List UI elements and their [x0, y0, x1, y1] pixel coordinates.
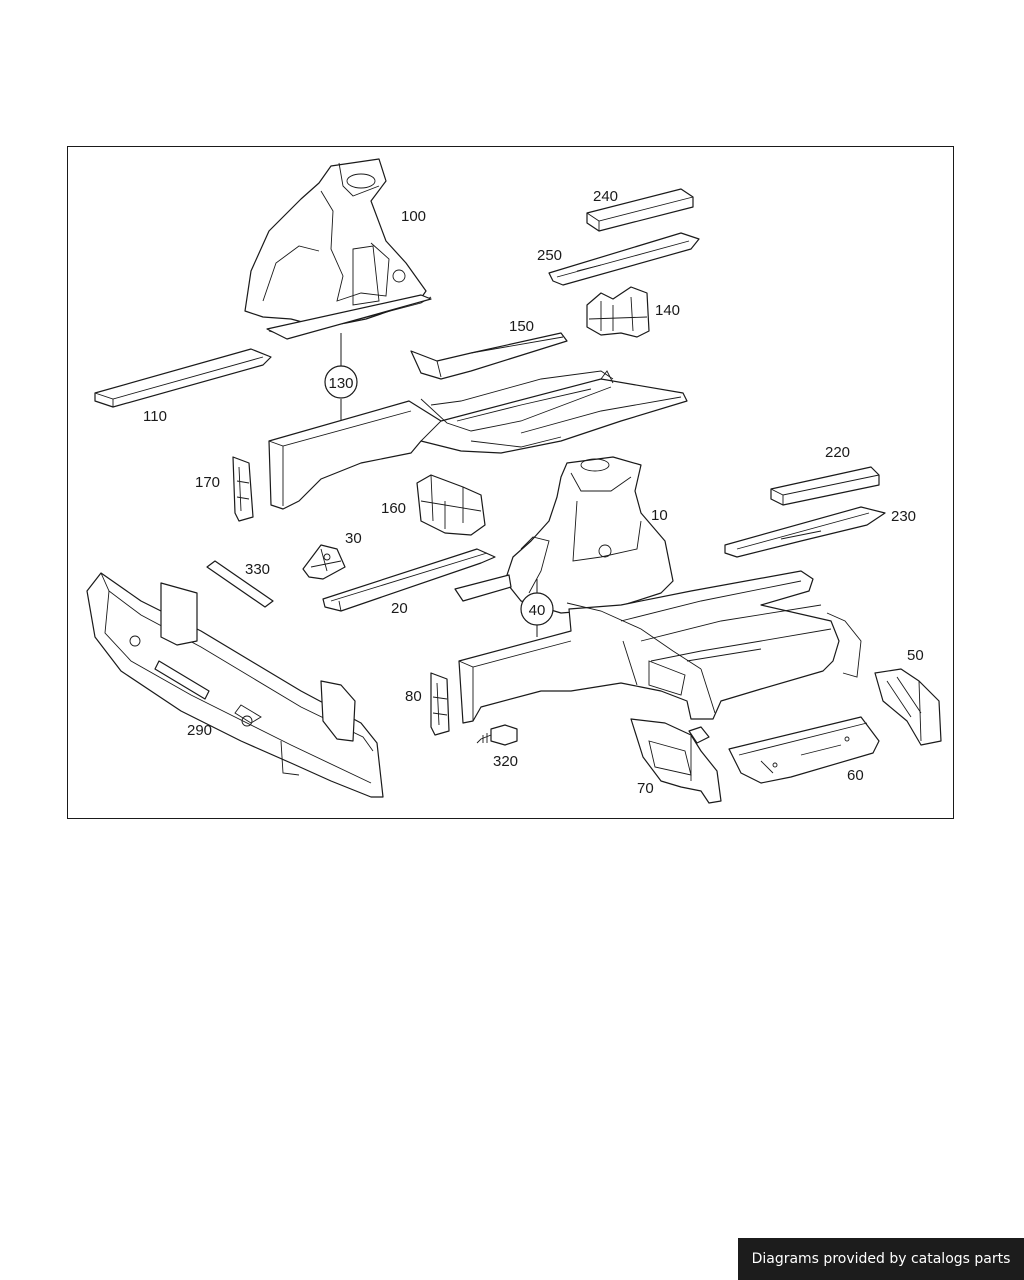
- part-10-wheelhouse[interactable]: [454, 456, 674, 614]
- footer-credit-badge: Diagrams provided by catalogs parts: [738, 1238, 1024, 1280]
- parts-diagram-frame: 130 40 100 240 250 140 150 110 170 160 1…: [67, 146, 954, 819]
- callout-220: 220: [825, 444, 850, 461]
- callout-230: 230: [891, 508, 916, 525]
- part-140-bracket[interactable]: [586, 286, 650, 338]
- callout-110: 110: [143, 408, 167, 425]
- part-290-bumper-beam[interactable]: [86, 572, 384, 798]
- callout-130: 130: [324, 365, 358, 399]
- callout-50: 50: [907, 647, 924, 664]
- callout-70: 70: [637, 780, 654, 797]
- callout-10: 10: [651, 507, 668, 524]
- callout-80: 80: [405, 688, 422, 705]
- part-320-bolt[interactable]: [476, 724, 518, 746]
- part-330-strip[interactable]: [206, 560, 274, 608]
- callout-170: 170: [195, 474, 220, 491]
- callout-150: 150: [509, 318, 534, 335]
- exploded-parts-diagram: 130 40 100 240 250 140 150 110 170 160 1…: [86, 158, 942, 804]
- callout-20: 20: [391, 600, 408, 617]
- part-250[interactable]: [548, 232, 700, 286]
- part-110[interactable]: [94, 348, 272, 408]
- part-front-frame-lower[interactable]: [458, 570, 862, 724]
- callout-60: 60: [847, 767, 864, 784]
- part-160-bracket[interactable]: [416, 474, 486, 536]
- callout-40: 40: [520, 592, 554, 626]
- callout-320: 320: [493, 753, 518, 770]
- part-80-plate[interactable]: [430, 672, 450, 736]
- part-30-bracket[interactable]: [302, 544, 346, 580]
- leader-lines: [340, 333, 538, 637]
- callout-240: 240: [593, 188, 618, 205]
- part-240[interactable]: [586, 188, 694, 232]
- part-60[interactable]: [728, 716, 880, 784]
- callout-30: 30: [345, 530, 362, 547]
- part-20[interactable]: [322, 548, 496, 612]
- part-front-frame-upper[interactable]: [268, 370, 688, 510]
- part-150[interactable]: [410, 332, 568, 380]
- callout-290: 290: [187, 722, 212, 739]
- part-70-bracket[interactable]: [630, 718, 722, 804]
- svg-text:130: 130: [328, 375, 353, 392]
- part-50-bracket[interactable]: [874, 668, 942, 746]
- callout-250: 250: [537, 247, 562, 264]
- callout-160: 160: [381, 500, 406, 517]
- part-100-wheelhouse[interactable]: [244, 158, 432, 340]
- part-170-plate[interactable]: [232, 456, 254, 522]
- callout-140: 140: [655, 302, 680, 319]
- part-220[interactable]: [770, 466, 880, 506]
- part-230[interactable]: [724, 506, 886, 558]
- svg-text:40: 40: [529, 602, 546, 619]
- callout-330: 330: [245, 561, 270, 578]
- callout-100: 100: [401, 208, 426, 225]
